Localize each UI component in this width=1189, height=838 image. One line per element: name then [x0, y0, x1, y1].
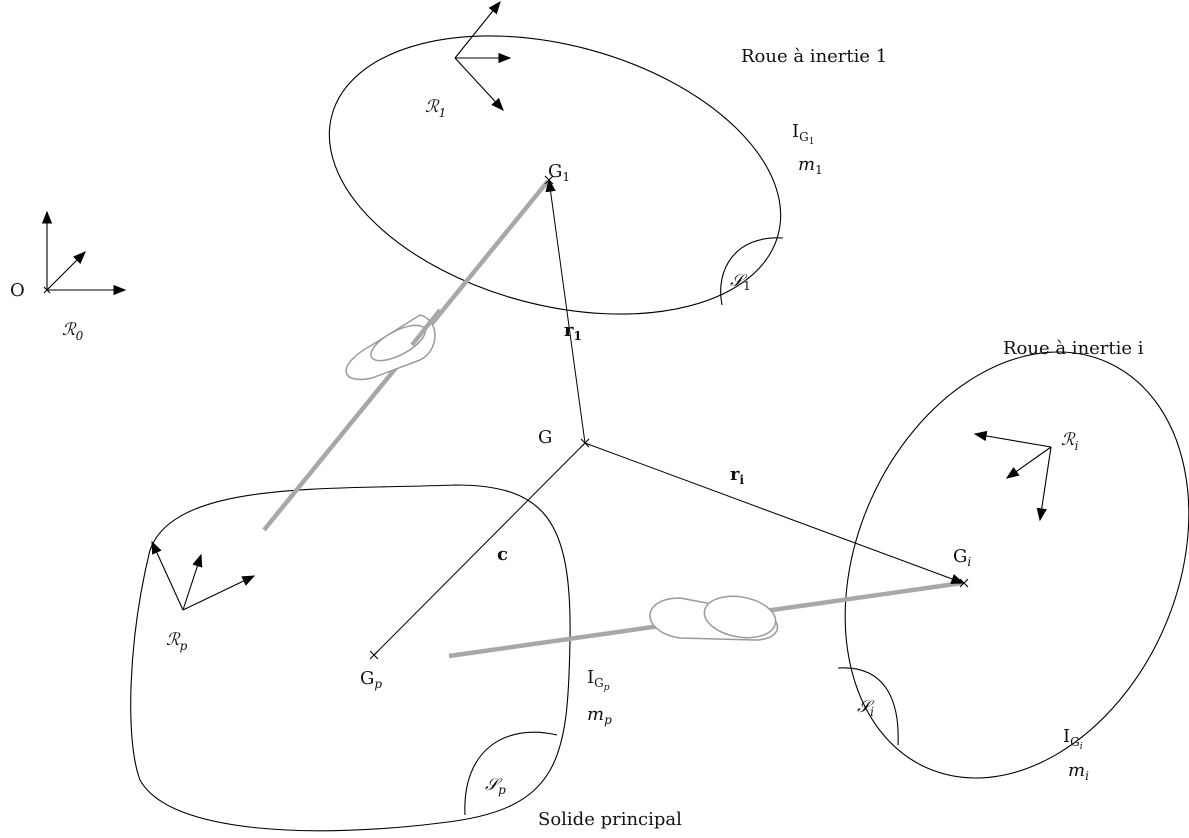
bearing-1: [345, 308, 442, 381]
label-frame-Ri: ℛi: [1061, 430, 1079, 453]
solid-i-arc: [837, 667, 899, 746]
point-G: [580, 438, 590, 448]
wheel-1-outline: [328, 35, 782, 315]
solid-p-arc: [464, 731, 558, 816]
point-Gp: [369, 650, 379, 660]
label-solid-i: 𝒮i: [857, 697, 875, 719]
label-G: G: [538, 427, 552, 448]
label-inertia-i: IGi: [1063, 726, 1083, 752]
label-G1: G1: [548, 161, 570, 184]
main-solid-outline: [130, 484, 571, 832]
label-mass-p: mp: [587, 704, 612, 727]
label-solide-principal: Solide principal: [538, 809, 682, 830]
frame-R1-axes: [454, 0, 512, 111]
vector-c: [373, 442, 586, 656]
label-roue-i: Roue à inertie i: [1003, 338, 1144, 359]
label-mass-i: mi: [1068, 760, 1089, 783]
solid-1-arc: [720, 237, 784, 306]
label-solid-p: 𝒮p: [485, 775, 506, 797]
label-O: O: [10, 280, 25, 301]
label-solid-1: 𝒮1: [730, 271, 751, 293]
label-r1: r1: [564, 320, 582, 343]
label-frame-R0: ℛ0: [62, 320, 84, 343]
point-Gi: [959, 578, 969, 588]
label-frame-R1: ℛ1: [425, 97, 446, 120]
label-frame-Rp: ℛp: [166, 630, 188, 653]
label-mass-1: m1: [798, 154, 823, 177]
label-roue-1: Roue à inertie 1: [741, 46, 887, 67]
label-c: c: [497, 544, 508, 565]
bearing-i: [649, 595, 779, 641]
label-ri: ri: [730, 464, 744, 487]
frame-R0-axes: [41, 210, 127, 296]
label-inertia-1: IG1: [792, 121, 814, 147]
vector-ri: [584, 442, 965, 584]
label-Gi: Gi: [953, 546, 971, 569]
vector-r1: [545, 178, 586, 444]
label-Gp: Gp: [360, 668, 382, 691]
wheel-i-outline: [844, 351, 1189, 779]
point-G1: [544, 175, 554, 185]
label-inertia-p: IGp: [587, 667, 610, 693]
frame-Ri-axes: [973, 430, 1052, 522]
frame-Rp-axes: [151, 540, 256, 611]
